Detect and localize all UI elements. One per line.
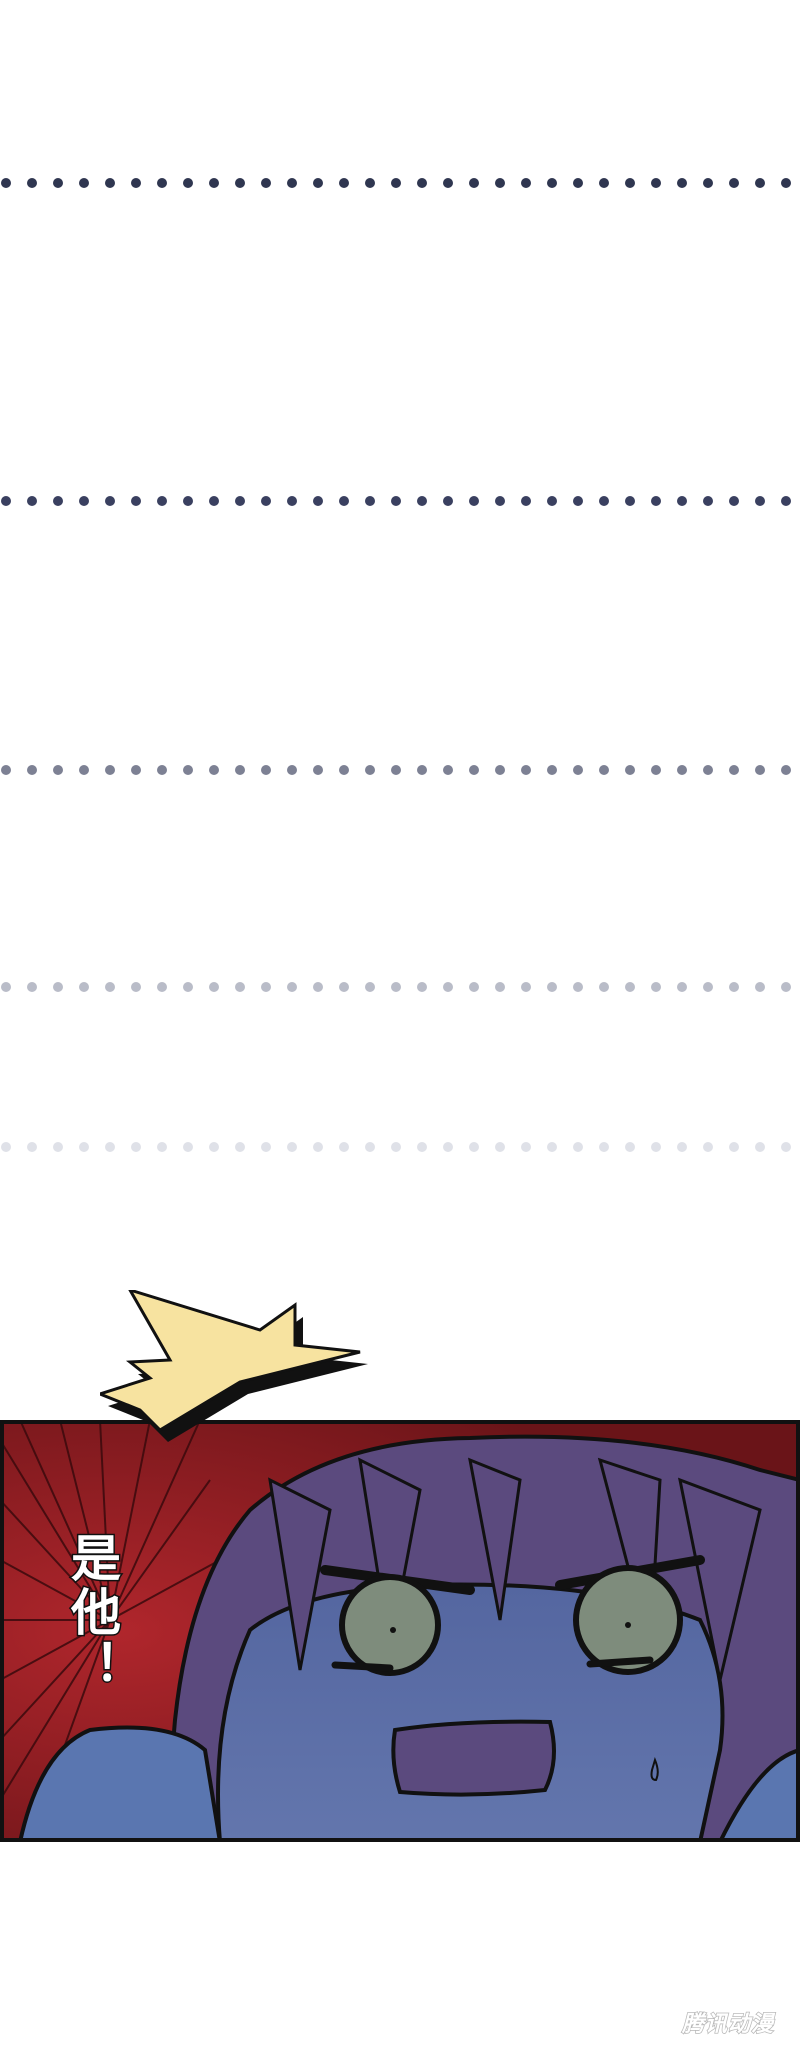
dotted-line-1-graphic bbox=[0, 176, 800, 190]
left-under-eye bbox=[331, 1661, 394, 1672]
publisher-watermark: 腾讯动漫 bbox=[681, 2011, 774, 2038]
sweat-drop-icon bbox=[650, 1757, 659, 1782]
left-eye bbox=[339, 1574, 441, 1676]
right-under-eye bbox=[586, 1656, 654, 1668]
panel-border bbox=[0, 1420, 800, 1842]
dotted-line-4-graphic bbox=[0, 980, 800, 994]
dotted-line-4 bbox=[0, 980, 800, 994]
comic-panel bbox=[0, 1420, 800, 1842]
dotted-line-5-graphic bbox=[0, 1140, 800, 1154]
dotted-line-2 bbox=[0, 494, 800, 508]
dotted-line-5 bbox=[0, 1140, 800, 1154]
dotted-line-2-graphic bbox=[0, 494, 800, 508]
character-mouth bbox=[391, 1719, 556, 1797]
dotted-line-3 bbox=[0, 763, 800, 777]
right-eye bbox=[573, 1565, 683, 1675]
character-shoulder-left bbox=[17, 1725, 223, 1842]
dotted-line-3-graphic bbox=[0, 763, 800, 777]
exclamation-text: 是他！ bbox=[62, 1531, 123, 1696]
dotted-line-1 bbox=[0, 176, 800, 190]
shock-burst-icon bbox=[100, 1290, 368, 1442]
